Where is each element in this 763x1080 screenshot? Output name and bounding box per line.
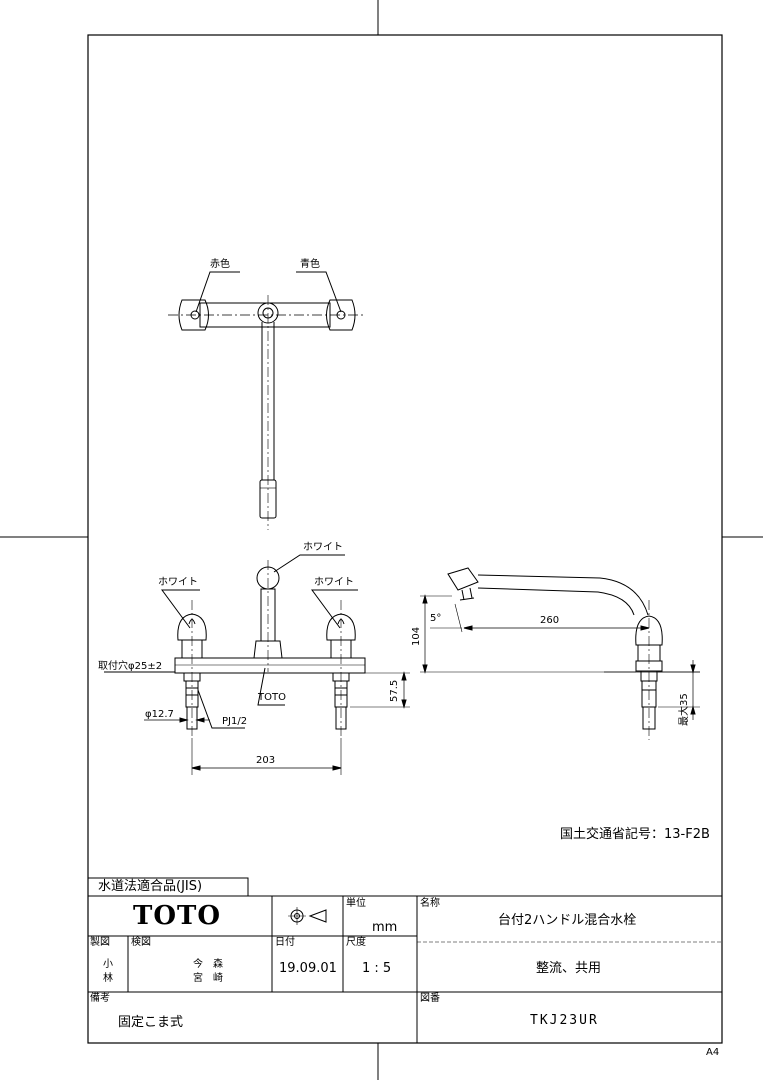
checked-label: 検図 (131, 937, 151, 948)
label-red: 赤色 (210, 259, 230, 270)
label-white-center: ホワイト (303, 542, 343, 553)
label-thread: PJ1/2 (222, 716, 248, 727)
name-label: 名称 (420, 898, 440, 909)
drawn-by-2: 林 (103, 973, 113, 984)
drawn-by-1: 小 (103, 959, 113, 970)
drawing-number: TKJ23UR (530, 1013, 599, 1028)
label-toto-mark: TOTO (258, 692, 286, 703)
product-sub: 整流、共用 (536, 961, 602, 976)
label-angle: 5° (430, 613, 442, 624)
drawing-no-label: 図番 (420, 993, 440, 1004)
date-value: 19.09.01 (279, 961, 337, 976)
top-view (168, 271, 365, 530)
registration-number: 国土交通省記号：13-F2B (560, 827, 710, 842)
dimension-57-5: 57.5 (389, 679, 400, 702)
scale-label: 尺度 (346, 937, 366, 948)
label-mount-hole: 取付穴φ25±2 (98, 661, 163, 672)
checked-by-2: 宮 崎 (193, 973, 223, 984)
remarks-label: 備考 (90, 993, 110, 1004)
projection-symbol-icon (288, 907, 327, 925)
jis-label: 水道法適合品(JIS) (98, 879, 203, 894)
side-view (420, 567, 700, 740)
label-blue: 青色 (300, 259, 320, 270)
unit-label: 単位 (346, 898, 366, 909)
checked-by-1: 今 森 (193, 959, 223, 970)
dimension-260: 260 (540, 615, 560, 626)
sheet-border (87, 34, 723, 1044)
remarks-value: 固定こま式 (118, 1015, 184, 1030)
label-white-left: ホワイト (158, 577, 198, 588)
label-max-35: 最大35 (679, 693, 690, 726)
drawn-label: 製図 (90, 937, 110, 948)
title-block-lines (87, 877, 722, 1043)
date-label: 日付 (275, 937, 295, 948)
product-name: 台付2ハンドル混合水栓 (498, 913, 637, 928)
scale-value: 1 : 5 (362, 961, 392, 976)
dimension-203: 203 (256, 755, 276, 766)
dimension-104: 104 (411, 626, 422, 646)
label-dia: φ12.7 (145, 709, 174, 720)
label-white-right: ホワイト (314, 577, 354, 588)
toto-logo: TOTO (133, 901, 221, 931)
unit-value: mm (372, 920, 398, 935)
paper-size: A4 (706, 1047, 720, 1058)
front-view (104, 554, 410, 775)
